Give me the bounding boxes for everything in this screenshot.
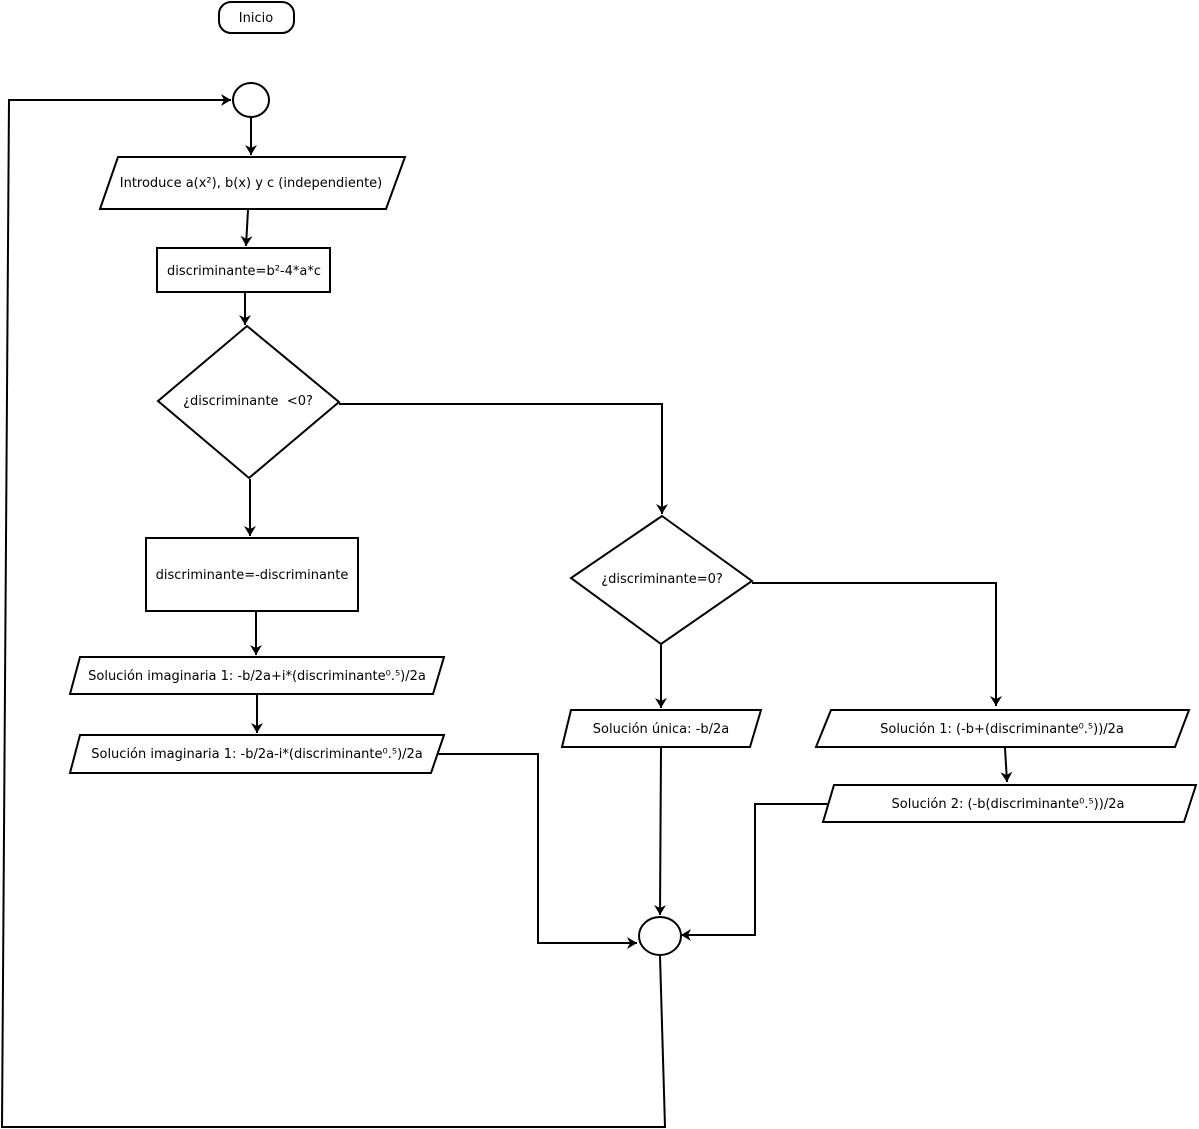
edge-imaginary-to-merge [438,753,637,949]
solution-1: Solución 1: (-b+(discriminante⁰.⁵))/2a [814,709,1191,748]
edge-decision-no [339,403,668,514]
merge-connector [638,916,682,956]
decision-zero: ¿discriminante=0? [569,514,754,646]
imaginary-solution-1: Solución imaginaria 1: -b/2a+i*(discrimi… [68,656,446,695]
edge-zero-no [752,582,1002,706]
edge-solution1-to-solution2 [1000,747,1013,783]
unique-solution: Solución única: -b/2a [560,709,763,748]
discriminant-process: discriminante=b²-4*a*c [156,247,331,293]
start-terminal: Inicio [218,1,295,34]
edge-unique-to-merge [654,747,667,916]
input-node: Introduce a(x²), b(x) y c (independiente… [98,156,407,210]
imaginary-solution-1-label: Solución imaginaria 1: -b/2a+i*(discrimi… [88,669,426,684]
imaginary-solution-2: Solución imaginaria 1: -b/2a-i*(discrimi… [68,734,446,774]
edge-loop-back [0,94,667,1128]
negate-label: discriminante=-discriminante [156,568,349,583]
solution-2-label: Solución 2: (-b(discriminante⁰.⁵))/2a [892,797,1125,812]
start-label: Inicio [239,11,273,26]
edge-solution2-to-merge [681,803,828,941]
solution-2: Solución 2: (-b(discriminante⁰.⁵))/2a [821,784,1198,823]
edge-input-to-discriminant [240,209,253,247]
decision-negative: ¿discriminante <0? [156,324,341,480]
unique-solution-label: Solución única: -b/2a [593,722,729,737]
loop-connector-top [232,82,270,118]
discriminant-calc-label: discriminante=b²-4*a*c [167,264,321,279]
decision-negative-label: ¿discriminante <0? [183,394,313,409]
input-label: Introduce a(x²), b(x) y c (independiente… [120,176,383,191]
imaginary-solution-2-label: Solución imaginaria 1: -b/2a-i*(discrimi… [91,747,423,762]
solution-1-label: Solución 1: (-b+(discriminante⁰.⁵))/2a [880,722,1124,737]
negate-process: discriminante=-discriminante [145,537,359,612]
decision-zero-label: ¿discriminante=0? [601,572,723,587]
